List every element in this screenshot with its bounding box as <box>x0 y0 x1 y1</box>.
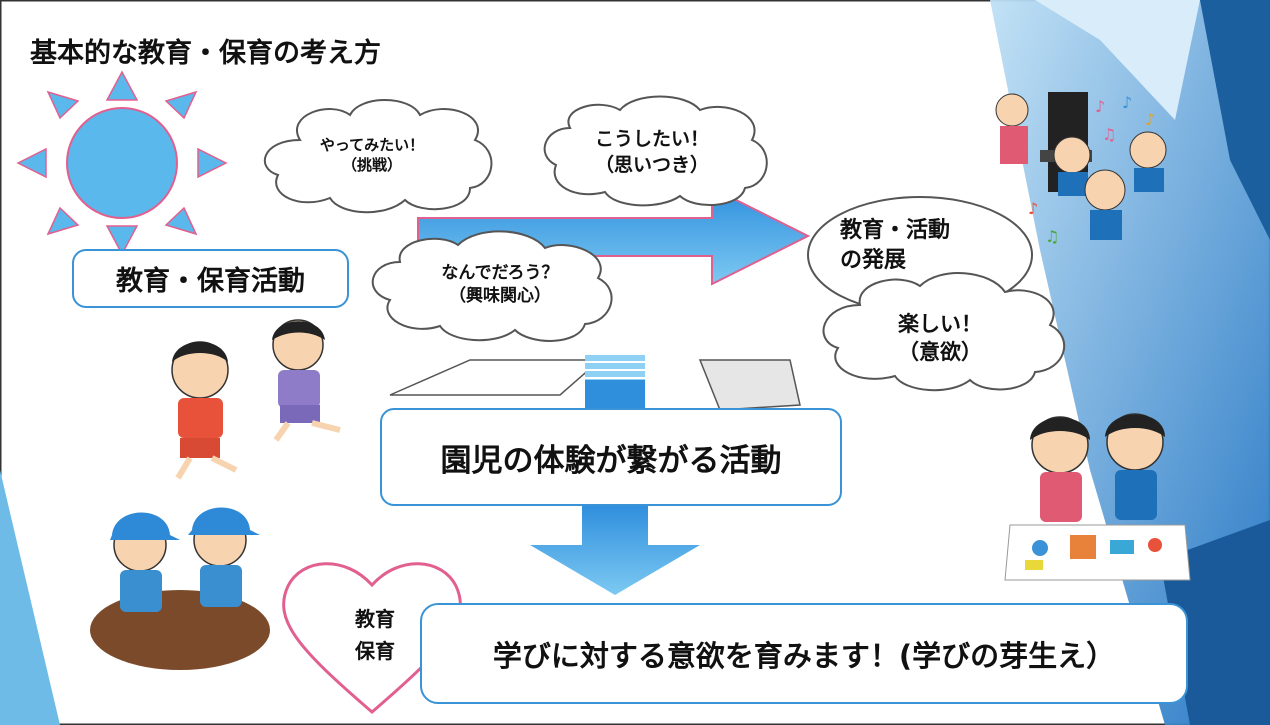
experience-box: 園児の体験が繋がる活動 <box>380 408 842 506</box>
bg-panel-light <box>1035 0 1200 120</box>
cloud-challenge-line2: （挑戦） <box>341 156 402 175</box>
cloud-challenge-line1: やってみたい！ <box>319 136 425 154</box>
cloud-development-line2: の発展 <box>840 247 907 273</box>
bg-panel-dark <box>1200 0 1270 240</box>
cloud-motivation-label: 楽しい！ （意欲） <box>870 310 1010 367</box>
sun-icon <box>16 70 228 256</box>
activity-box: 教育・保育活動 <box>72 249 349 308</box>
crafting-illustration <box>1004 413 1191 581</box>
heart-label: 教育 保育 <box>345 603 405 667</box>
svg-text:♫: ♫ <box>1045 227 1059 246</box>
cloud-interest-line1: なんでだろう？ <box>441 263 559 283</box>
bg-panel-left <box>0 470 60 725</box>
cloud-interest-line2: （興味関心） <box>449 285 551 306</box>
cloud-idea-label: こうしたい！ （思いつき） <box>577 127 727 178</box>
heart-line2: 保育 <box>355 639 395 663</box>
paper-shape-left <box>389 359 602 396</box>
svg-text:♫: ♫ <box>1102 125 1116 144</box>
result-box: 学びに対する意欲を育みます！(学びの芽生え） <box>420 603 1188 704</box>
cloud-challenge-label: やってみたい！ （挑戦） <box>302 135 442 176</box>
svg-text:♪: ♪ <box>1095 97 1105 116</box>
cloud-motivation <box>822 272 1066 392</box>
cloud-motivation-line2: （意欲） <box>898 340 982 365</box>
cloud-interest-label: なんでだろう？ （興味関心） <box>420 262 580 308</box>
cloud-challenge <box>263 99 493 214</box>
striped-column <box>585 355 645 411</box>
paper-shape-right <box>698 359 801 411</box>
cloud-development-line1: 教育・活動 <box>840 218 951 243</box>
cloud-development-label: 教育・活動 の発展 <box>840 216 950 275</box>
cloud-motivation-line1: 楽しい！ <box>898 312 982 336</box>
running-children-illustration <box>171 319 341 480</box>
cloud-idea-line1: こうしたい！ <box>594 128 709 150</box>
svg-text:♪: ♪ <box>1122 93 1132 112</box>
cloud-idea <box>543 95 768 207</box>
mud-play-illustration <box>90 507 270 670</box>
svg-text:♪: ♪ <box>1145 110 1155 129</box>
page-title: 基本的な教育・保育の考え方 <box>30 38 381 69</box>
cloud-interest <box>371 230 613 342</box>
down-arrow-icon <box>530 505 700 595</box>
svg-text:♪: ♪ <box>1028 199 1038 218</box>
cloud-idea-line2: （思いつき） <box>594 153 709 176</box>
music-illustration: ♪ ♪ ♫ ♪ ♪ ♫ <box>995 92 1167 246</box>
heart-line1: 教育 <box>355 607 395 631</box>
